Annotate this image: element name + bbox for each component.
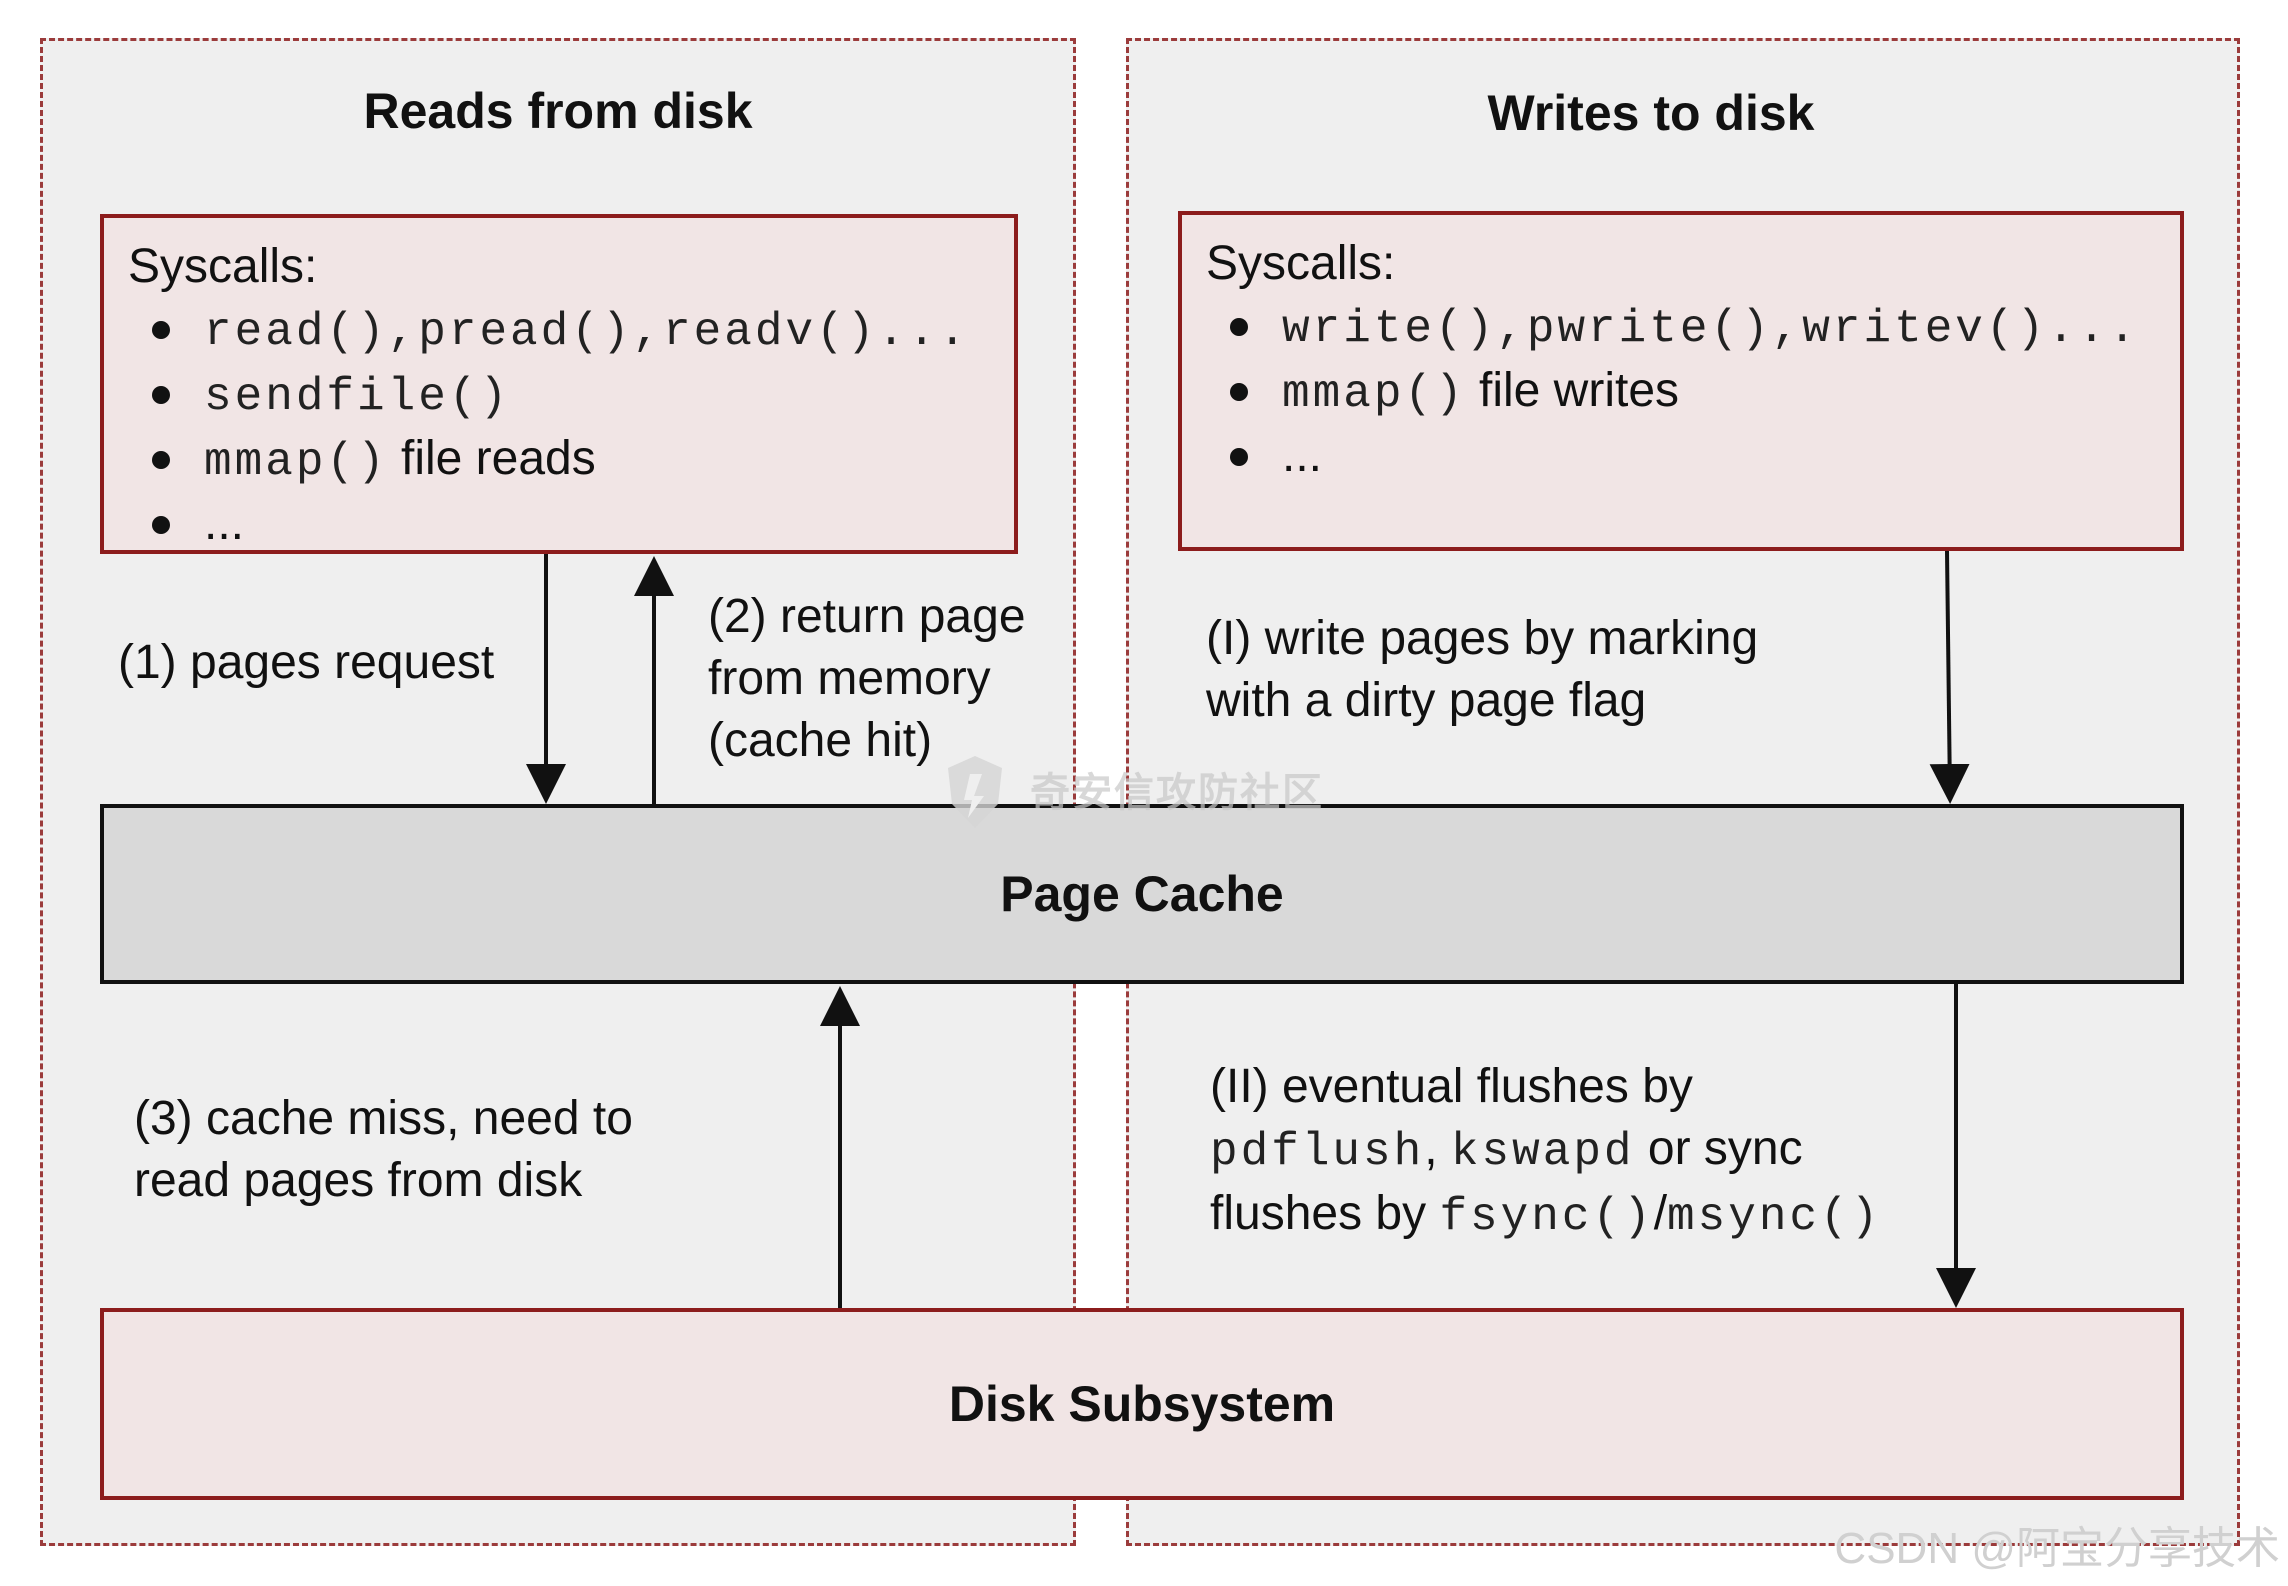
label-cache-miss-line1: (3) cache miss, need to [134,1092,633,1145]
reads-syscall-more: ... [204,497,245,550]
reads-syscall-item: mmap() file reads [128,428,1014,493]
label-flush-sep: , [1424,1122,1451,1175]
reads-syscalls-box: Syscalls: read(),pread(),readv()... send… [100,214,1018,554]
label-flush-msync: msync() [1667,1191,1882,1243]
label-flush-pdflush: pdflush [1210,1126,1425,1178]
writes-syscall-item: mmap() file writes [1206,360,2180,425]
writes-syscall-item: ... [1206,425,2180,486]
label-flush-line3: flushes by fsync()/msync() [1210,1183,1881,1248]
watermark-logo-icon [948,756,1002,828]
reads-panel-title: Reads from disk [363,83,753,139]
watermark-text: 奇安信攻防社区 [1030,771,1324,815]
writes-syscall-mmap: mmap() [1282,368,1466,420]
label-flush-fsync: fsync() [1439,1191,1654,1243]
reads-syscall-sendfile: sendfile() [204,371,511,423]
label-flush-slash: / [1653,1187,1668,1240]
reads-syscall-item: ... [128,493,1014,554]
writes-syscall-write-group: write(),pwrite(),writev()... [1282,303,2139,355]
arrow-write-pages [1929,550,1970,804]
label-flush: (II) eventual flushes by pdflush, kswapd… [1210,1056,1881,1248]
writes-syscall-more: ... [1282,429,1323,482]
reads-syscall-mmap-text: file reads [387,432,596,485]
writes-syscall-item: write(),pwrite(),writev()... [1206,295,2180,360]
reads-syscalls-list: read(),pread(),readv()... sendfile() mma… [128,298,1014,554]
label-flush-kswapd: kswapd [1450,1126,1635,1178]
reads-syscalls-heading: Syscalls: [128,240,318,293]
label-flush-flushes-by: flushes by [1210,1187,1440,1240]
label-flush-line1: (II) eventual flushes by [1210,1060,1693,1113]
writes-syscall-mmap-text: file writes [1465,364,1680,417]
disk-subsystem-label: Disk Subsystem [948,1376,1336,1432]
label-return-page: (2) return page from memory (cache hit) [708,586,1026,772]
writes-syscalls-box: Syscalls: write(),pwrite(),writev()... m… [1178,211,2184,551]
label-cache-miss-line2: read pages from disk [134,1154,583,1207]
reads-syscall-item: sendfile() [128,363,1014,428]
writes-panel-title: Writes to disk [1487,85,1815,141]
label-return-page-line1: (2) return page [708,590,1026,643]
label-pages-request: (1) pages request [118,636,495,689]
reads-syscall-item: read(),pread(),readv()... [128,298,1014,363]
reads-syscall-read-group: read(),pread(),readv()... [204,306,970,358]
reads-syscall-mmap: mmap() [204,436,388,488]
label-write-pages: (I) write pages by marking with a dirty … [1206,608,1758,732]
label-write-pages-line1: (I) write pages by marking [1206,612,1759,665]
writes-syscalls-heading: Syscalls: [1206,237,1396,290]
label-return-page-line2: from memory [708,652,991,705]
disk-subsystem-bar: Disk Subsystem [100,1308,2184,1500]
label-flush-or-sync: or sync [1634,1122,1803,1175]
credit-text: CSDN @阿宝分享技术 [1834,1524,2280,1573]
label-cache-miss: (3) cache miss, need to read pages from … [134,1088,633,1212]
page-cache-label: Page Cache [1000,866,1284,922]
label-flush-line2: pdflush, kswapd or sync [1210,1118,1881,1183]
page-cache-bar: Page Cache [100,804,2184,984]
label-write-pages-line2: with a dirty page flag [1206,674,1647,727]
writes-syscalls-list: write(),pwrite(),writev()... mmap() file… [1206,295,2180,486]
label-return-page-line3: (cache hit) [708,714,933,767]
